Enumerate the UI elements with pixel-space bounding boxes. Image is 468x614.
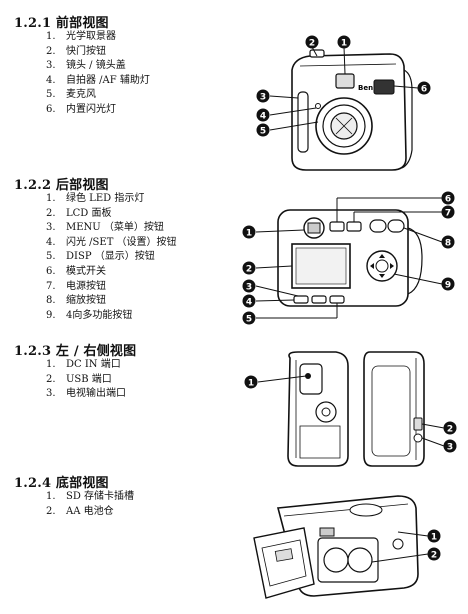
list-item: 4.闪光 /SET （设置）按钮: [46, 236, 177, 248]
list-item: 2.AA 电池仓: [46, 505, 114, 517]
list-item: 1.DC IN 端口: [46, 359, 121, 370]
list-item: 8.缩放按钮: [46, 295, 106, 307]
front-view-camera-illustration: BenQ 2 1 6 3 4 5: [256, 35, 431, 171]
list-item: 3.镜头 / 镜头盖: [46, 60, 126, 72]
svg-text:4: 4: [246, 298, 252, 308]
section-title-side-view: 1.2.3 左 / 右侧视图: [14, 344, 137, 359]
list-item: 2.快门按钮: [46, 45, 106, 57]
callout-side-3: 3: [443, 439, 457, 453]
side-view-camera-illustration: 1 2 3: [244, 351, 457, 467]
list-item: 6.内置闪光灯: [46, 103, 116, 115]
svg-text:6: 6: [445, 195, 451, 205]
svg-text:7: 7: [445, 209, 451, 219]
brand-logo-text: BenQ: [358, 84, 379, 92]
svg-text:3: 3: [447, 443, 453, 453]
callout-rear-8: 8: [441, 235, 455, 249]
rear-view-list: 1.绿色 LED 指示灯 2.LCD 面板 3.MENU （菜单）按钮 4.闪光…: [46, 192, 177, 323]
callout-front-6: 6: [417, 81, 431, 95]
svg-text:5: 5: [246, 315, 252, 325]
section-title-rear-view: 1.2.2 后部视图: [14, 178, 109, 193]
list-item: 1.SD 存储卡插槽: [46, 491, 135, 502]
svg-text:8: 8: [445, 239, 451, 249]
rear-view-camera-illustration: 1 2 3 4 5 6 7 8 9: [242, 191, 455, 325]
side-view-list: 1.DC IN 端口 2.USB 端口 3.电视输出端口: [46, 358, 126, 402]
callout-side-2: 2: [443, 421, 457, 435]
svg-text:2: 2: [246, 265, 252, 275]
list-item: 4.自拍器 /AF 辅助灯: [46, 74, 150, 86]
svg-text:2: 2: [447, 425, 453, 435]
callout-side-1: 1: [244, 375, 258, 389]
list-item: 3.MENU （菜单）按钮: [46, 222, 164, 234]
callout-front-2: 2: [305, 35, 319, 49]
bottom-view-camera-illustration: 1 2: [253, 495, 441, 599]
callout-rear-7: 7: [441, 205, 455, 219]
svg-text:1: 1: [246, 229, 252, 239]
callout-rear-5: 5: [242, 311, 256, 325]
callout-rear-3: 3: [242, 279, 256, 293]
svg-text:1: 1: [248, 379, 254, 389]
list-item: 2.USB 端口: [46, 373, 112, 385]
list-item: 1.绿色 LED 指示灯: [46, 193, 145, 204]
callout-rear-1: 1: [242, 225, 256, 239]
callout-rear-4: 4: [242, 294, 256, 308]
svg-text:9: 9: [445, 281, 451, 291]
section-title-front-view: 1.2.1 前部视图: [14, 16, 109, 31]
svg-text:3: 3: [260, 93, 266, 103]
svg-text:2: 2: [309, 39, 315, 49]
callout-front-3: 3: [256, 89, 270, 103]
list-item: 9.4向多功能按钮: [46, 309, 133, 321]
list-item: 2.LCD 面板: [46, 207, 112, 219]
list-item: 5.麦克风: [46, 89, 96, 101]
svg-text:4: 4: [260, 112, 266, 122]
bottom-view-list: 1.SD 存储卡插槽 2.AA 电池仓: [46, 490, 134, 519]
front-view-list: 1.光学取景器 2.快门按钮 3.镜头 / 镜头盖 4.自拍器 /AF 辅助灯 …: [46, 30, 150, 118]
callout-front-1: 1: [337, 35, 351, 49]
callout-front-5: 5: [256, 123, 270, 137]
callout-bottom-1: 1: [427, 529, 441, 543]
list-item: 6.模式开关: [46, 265, 106, 277]
list-item: 3.电视输出端口: [46, 388, 126, 400]
list-item: 1.光学取景器: [46, 31, 116, 42]
svg-text:6: 6: [421, 85, 427, 95]
list-item: 5.DISP （显示）按钮: [46, 251, 155, 263]
callout-rear-9: 9: [441, 277, 455, 291]
callout-rear-6: 6: [441, 191, 455, 205]
callout-front-4: 4: [256, 108, 270, 122]
svg-text:1: 1: [341, 39, 347, 49]
svg-text:3: 3: [246, 283, 252, 293]
svg-text:1: 1: [431, 533, 437, 543]
list-item: 7.电源按钮: [46, 280, 106, 292]
callout-rear-2: 2: [242, 261, 256, 275]
svg-text:2: 2: [431, 551, 437, 561]
section-title-bottom-view: 1.2.4 底部视图: [14, 476, 109, 491]
callout-bottom-2: 2: [427, 547, 441, 561]
svg-text:5: 5: [260, 127, 266, 137]
